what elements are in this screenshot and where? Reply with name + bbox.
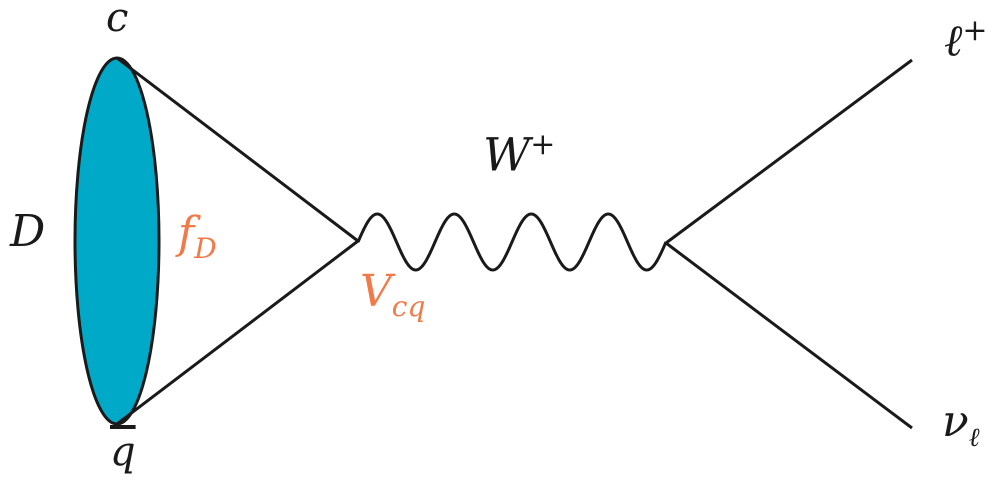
ckm-sub: cq — [391, 289, 426, 323]
neutrino-base: ν — [942, 396, 969, 447]
charm-quark-label: c — [106, 0, 129, 41]
lepton-label: ℓ+ — [944, 16, 987, 64]
lepton-sup: + — [962, 13, 988, 48]
lepton-line — [665, 58, 913, 245]
quark-line-qbar — [116, 239, 359, 426]
neutrino-label: νℓ — [942, 400, 980, 451]
ckm-element-label: Vcq — [360, 270, 425, 321]
meson-blob — [73, 56, 161, 426]
w-boson-label: W+ — [483, 127, 556, 178]
ckm-base: V — [360, 266, 392, 317]
w-boson-propagator — [356, 212, 668, 272]
neutrino-line — [665, 241, 913, 430]
w-base: W — [483, 127, 531, 182]
w-sup: + — [530, 127, 556, 162]
decay-constant-label: fD — [178, 212, 217, 263]
lepton-base: ℓ — [944, 15, 963, 67]
neutrino-sub: ℓ — [968, 422, 980, 453]
antiquark-label: q — [110, 429, 136, 475]
quark-line-c — [116, 56, 359, 243]
decay-constant-sub: D — [194, 231, 217, 265]
decay-constant-base: f — [178, 208, 195, 259]
meson-label: D — [10, 206, 46, 257]
